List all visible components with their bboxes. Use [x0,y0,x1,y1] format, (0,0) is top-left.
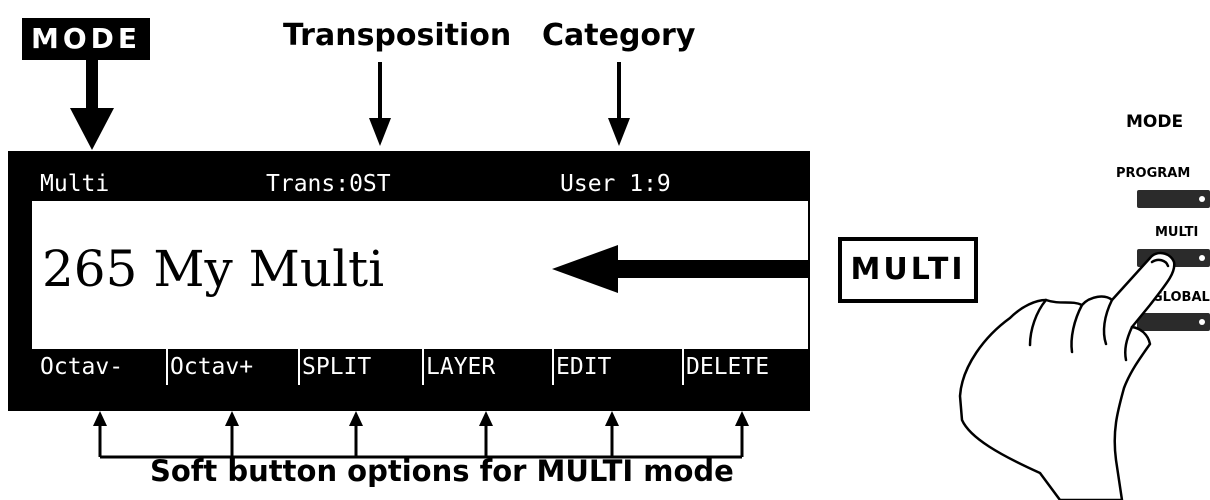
up-arrow-icon [93,411,107,457]
soft-button-split[interactable]: SPLIT [298,349,422,385]
up-arrow-icon [349,411,363,457]
soft-button-row: Octav- Octav+ SPLIT LAYER EDIT DELETE [38,349,810,385]
mode-callout: MODE [22,18,150,60]
program-led-icon [1199,196,1205,202]
soft-buttons-caption: Soft button options for MULTI mode [150,454,734,488]
transposition-callout: Transposition [283,18,512,53]
soft-button-octave-up[interactable]: Octav+ [166,349,298,385]
global-button-label: GLOBAL [1152,290,1210,305]
soft-button-layer[interactable]: LAYER [422,349,552,385]
down-arrow-icon [608,62,630,146]
multi-callout: MULTI [838,237,978,303]
left-arrow-icon [552,245,810,293]
global-button[interactable] [1137,313,1210,331]
hand-pointer-icon [958,251,1176,500]
soft-button-edit[interactable]: EDIT [552,349,682,385]
soft-button-octave-down[interactable]: Octav- [40,354,124,380]
up-arrow-icon [479,411,493,457]
program-button-label: PROGRAM [1116,166,1191,181]
up-arrow-icon [735,411,749,457]
up-arrow-icon [605,411,619,457]
lcd-transposition: Trans:0ST [266,171,391,197]
lcd-category: User 1:9 [560,171,671,197]
soft-button-delete[interactable]: DELETE [682,349,810,385]
panel-mode-title: MODE [1126,112,1184,132]
category-callout: Category [542,18,696,53]
multi-name: 265 My Multi [42,240,385,298]
lcd-display: Multi Trans:0ST User 1:9 265 My Multi Oc… [8,151,810,411]
soft-button-bracket [93,411,749,459]
up-arrow-icon [225,411,239,457]
multi-led-icon [1199,255,1205,261]
lcd-mode-label: Multi [40,171,110,197]
program-button[interactable] [1137,190,1210,208]
global-led-icon [1199,319,1205,325]
down-arrow-icon [70,60,114,150]
down-arrow-icon [369,62,391,146]
multi-button-label: MULTI [1155,225,1199,240]
